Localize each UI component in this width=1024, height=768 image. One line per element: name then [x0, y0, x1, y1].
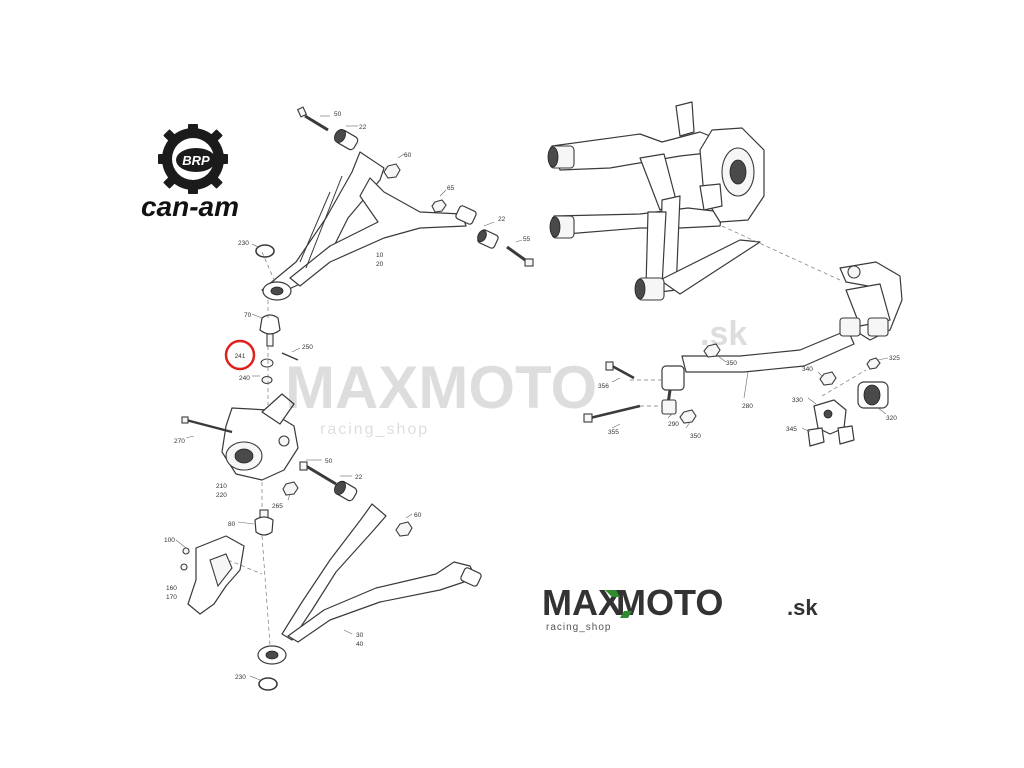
bushing-22-lower: [334, 480, 358, 502]
callout-50-lower: 50: [325, 458, 333, 465]
callout-55: 55: [523, 236, 531, 243]
bushing-22-top: [334, 129, 359, 151]
watermark: MAXMOTO .sk racing_shop: [285, 315, 747, 438]
bolt-50-top: [296, 106, 329, 132]
watermark-max: MAXMOTO: [285, 354, 597, 421]
bolt-55: [506, 245, 534, 267]
callout-100: 100: [164, 537, 175, 544]
callout-80: 80: [228, 521, 236, 528]
callout-70: 70: [244, 312, 252, 319]
maxmoto-logo-max: MAX: [542, 582, 622, 623]
can-am-wordmark: can-am: [141, 191, 239, 222]
callout-22-rear: 22: [498, 216, 506, 223]
knuckle-210-220: [221, 393, 299, 481]
highlighted-part-241[interactable]: 241: [224, 339, 256, 371]
watermark-tagline: racing_shop: [320, 421, 429, 438]
nut-325: [866, 357, 881, 370]
lower-a-arm-assembly: [254, 461, 482, 691]
frame-assembly: [547, 101, 765, 301]
callout-220: 220: [216, 492, 227, 499]
callout-50-top: 50: [334, 111, 342, 118]
callout-22-lower: 22: [355, 474, 363, 481]
callout-60-lower: 60: [414, 512, 422, 519]
bushing-320: [857, 381, 889, 409]
callout-330: 330: [792, 397, 803, 404]
callout-40: 40: [356, 641, 364, 648]
callout-355: 355: [608, 429, 619, 436]
ball-joint-80: [254, 509, 274, 536]
callout-345: 345: [786, 426, 797, 433]
maxmoto-x-accent-icon: [605, 590, 632, 618]
callout-325: 325: [889, 355, 900, 362]
bolt-50-lower: [299, 461, 337, 486]
maxmoto-logo-moto: MOTO: [616, 582, 723, 623]
nut-265: [282, 481, 299, 496]
upper-a-arm-assembly: [255, 106, 534, 301]
callout-320: 320: [886, 415, 897, 422]
callout-230-lower: 230: [235, 674, 246, 681]
callout-230-top: 230: [238, 240, 249, 247]
callout-270: 270: [174, 438, 185, 445]
maxmoto-logo: MAX MOTO .sk racing_shop: [542, 582, 818, 633]
nut-60-lower: [395, 521, 413, 537]
callout-160: 160: [166, 585, 177, 592]
sway-bar-link-290: [661, 365, 685, 415]
brp-logo-text: BRP: [182, 153, 210, 168]
brp-gear-icon: BRP: [158, 124, 228, 194]
callout-labels: 50 22 60 65 22 55 230 10 20 70 250 240 2…: [164, 111, 900, 681]
callout-290: 290: [668, 421, 679, 428]
skid-plate-160-170: [180, 535, 245, 615]
nut-60-top: [383, 163, 401, 179]
bolt-356: [605, 361, 635, 380]
bushing-22-rear: [455, 205, 499, 249]
lower-a-arm: [281, 503, 387, 641]
callout-30: 30: [356, 632, 364, 639]
bolt-355: [583, 404, 641, 423]
callout-22-top: 22: [359, 124, 367, 131]
circlip-230-top: [255, 244, 275, 258]
callout-20: 20: [376, 261, 384, 268]
callout-265: 265: [272, 503, 283, 510]
callout-250: 250: [302, 344, 313, 351]
leader-lines: [175, 115, 889, 681]
callout-241: 241: [235, 353, 246, 360]
nut-350-top: [703, 343, 721, 358]
callout-350-top: 350: [726, 360, 737, 367]
brp-logo: BRP can-am: [141, 124, 239, 222]
callout-340: 340: [802, 366, 813, 373]
callout-356: 356: [598, 383, 609, 390]
callout-10: 10: [376, 252, 384, 259]
washer-240: [260, 358, 274, 385]
callout-210: 210: [216, 483, 227, 490]
maxmoto-logo-tagline: racing_shop: [546, 622, 611, 633]
callout-240: 240: [239, 375, 250, 382]
ball-joint-70: [259, 314, 281, 347]
callout-60-top: 60: [404, 152, 412, 159]
clamp-345: [807, 425, 855, 447]
nut-350-bottom: [679, 409, 697, 424]
maxmoto-logo-tld: .sk: [787, 595, 818, 620]
nut-65: [431, 199, 447, 213]
callout-280: 280: [742, 403, 753, 410]
bolt-270: [181, 416, 233, 434]
cotter-pin-250: [281, 352, 299, 361]
callout-65: 65: [447, 185, 455, 192]
circlip-230-lower: [258, 677, 278, 691]
callout-350-bottom: 350: [690, 433, 701, 440]
callout-170: 170: [166, 594, 177, 601]
watermark-tld: .sk: [700, 315, 747, 353]
nut-340: [819, 371, 837, 386]
